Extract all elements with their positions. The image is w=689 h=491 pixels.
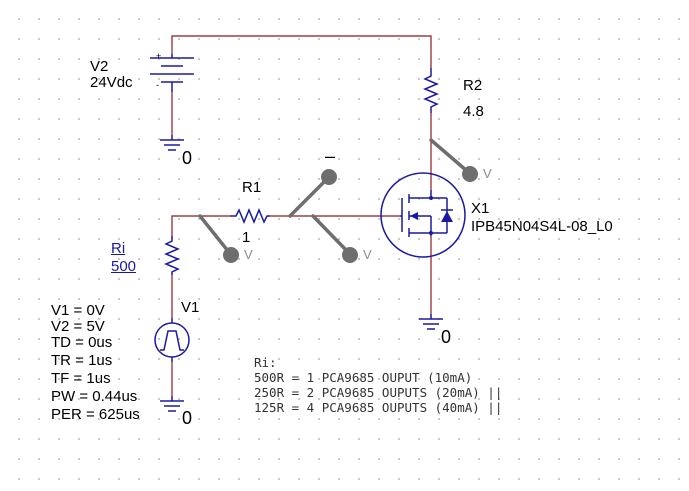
v2-name: V2 [90, 58, 109, 75]
v1-param[interactable]: PER = 625us [51, 406, 140, 423]
ri-name: Ri [111, 240, 126, 257]
note-line: 500R = 1 PCA9685 OUPUT (10mA) [254, 370, 473, 385]
v1-param[interactable]: PW = 0.44us [51, 388, 138, 405]
probe-label: V [483, 166, 492, 181]
v1-name: V1 [181, 299, 200, 316]
ground-icon [419, 314, 443, 330]
ground-icon [160, 396, 184, 412]
ground-icon [160, 135, 184, 151]
probe-label: V [244, 247, 253, 262]
ground-label: 0 [441, 327, 452, 347]
v2-minus-sign: - [156, 80, 159, 90]
voltage-probe-icon[interactable] [288, 169, 337, 218]
body-diode-icon [441, 211, 453, 222]
ground-label: 0 [182, 148, 193, 168]
r1-resistor[interactable] [230, 208, 270, 224]
v1-parameters: V1 = 0V V2 = 5V TD = 0us TR = 1us TF = 1… [51, 303, 140, 423]
junction-dot [429, 231, 433, 235]
v1-param[interactable]: V2 = 5V [51, 318, 105, 335]
junction-dot [429, 196, 433, 200]
body-arrow-icon [410, 212, 418, 220]
v1-param[interactable]: V1 = 0V [51, 302, 105, 319]
voltage-probe-icon[interactable] [311, 214, 358, 263]
x1-mosfet[interactable] [380, 172, 466, 258]
r1-value[interactable]: 1 [242, 229, 251, 246]
r2-value[interactable]: 4.8 [463, 103, 484, 120]
note-title: Ri: [254, 355, 277, 370]
ri-note: Ri:500R = 1 PCA9685 OUPUT (10mA)250R = 2… [254, 355, 502, 415]
v2-plus-sign: + [156, 51, 162, 61]
voltage-probe-icon[interactable] [429, 138, 478, 182]
v2-battery[interactable] [150, 54, 194, 92]
note-line: 250R = 2 PCA9685 OUPUTS (20mA) || [254, 385, 503, 400]
v1-param[interactable]: TD = 0us [51, 334, 113, 351]
v1-param[interactable]: TR = 1us [51, 352, 113, 369]
v1-pulse-source[interactable] [154, 318, 190, 362]
wires [171, 35, 432, 396]
v2-value[interactable]: 24Vdc [90, 74, 133, 91]
voltage-probe-icon[interactable] [198, 214, 239, 263]
ri-resistor[interactable] [164, 236, 180, 275]
r2-resistor[interactable] [423, 68, 439, 113]
ground-label: 0 [182, 408, 193, 428]
probe-minus-sign: – [325, 146, 336, 166]
v1-param[interactable]: TF = 1us [51, 370, 111, 387]
r1-name: R1 [242, 179, 262, 196]
probe-label: V [363, 247, 372, 262]
x1-name: X1 [471, 200, 490, 217]
x1-part[interactable]: IPB45N04S4L-08_L0 [471, 218, 613, 235]
note-line: 125R = 4 PCA9685 OUPUTS (40mA) || [254, 400, 503, 415]
ri-value[interactable]: 500 [111, 258, 137, 275]
r2-name: R2 [463, 77, 483, 94]
